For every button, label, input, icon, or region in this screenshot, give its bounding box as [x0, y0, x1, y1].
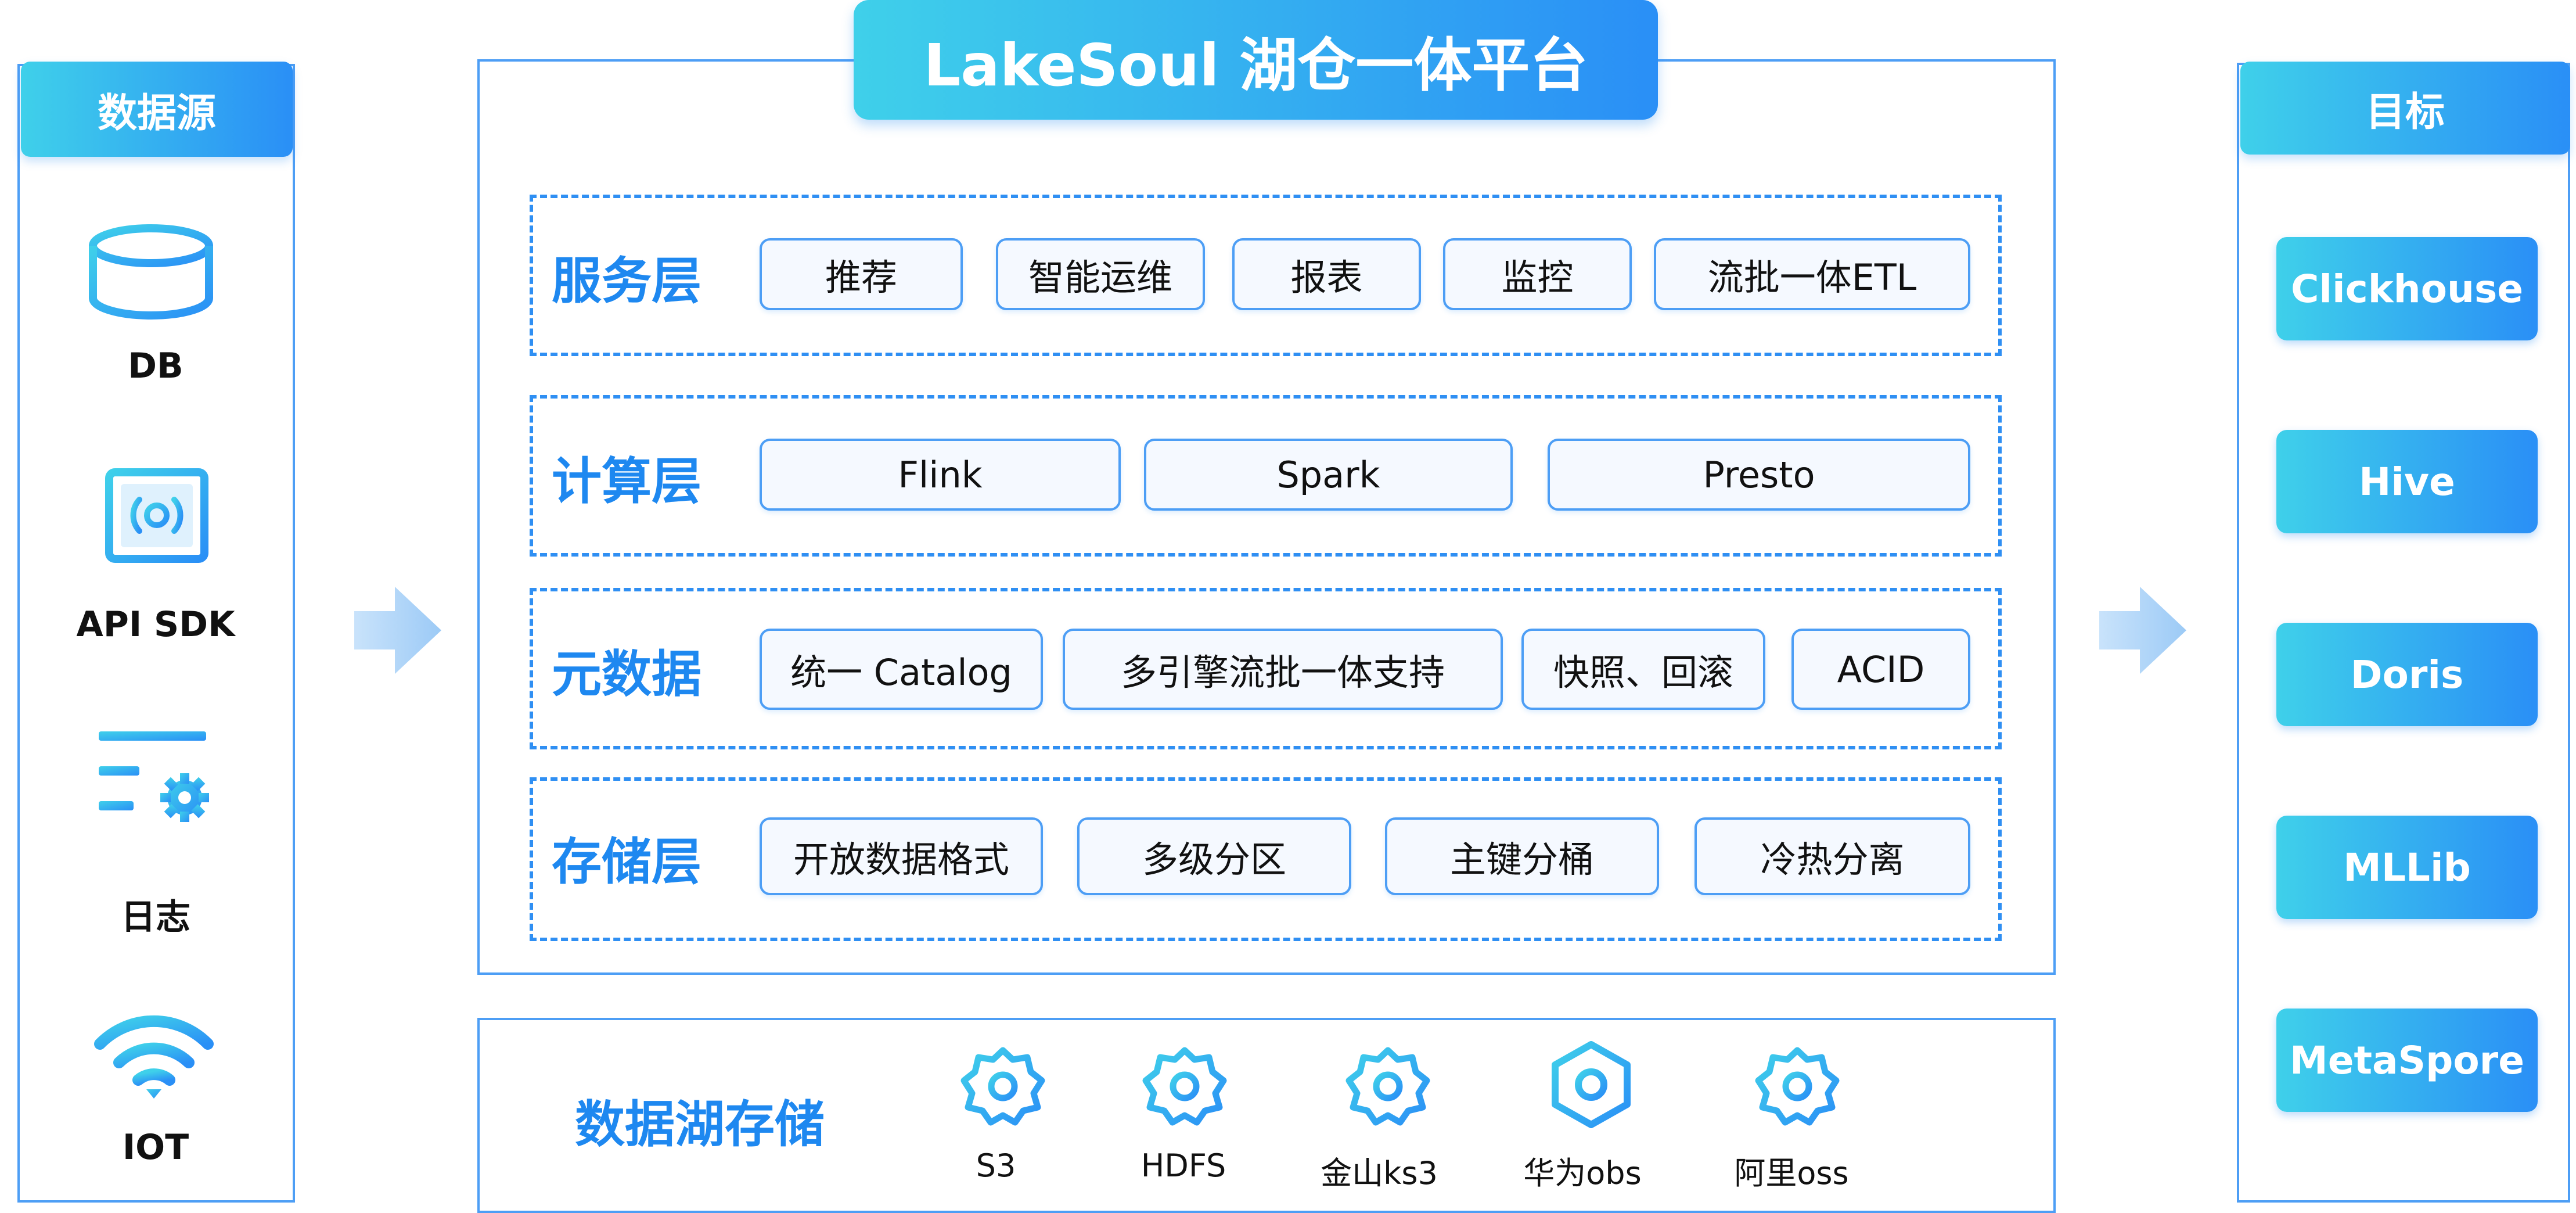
chip-multi-engine: 多引擎流批一体支持 — [1063, 629, 1503, 710]
chip-open-format: 开放数据格式 — [760, 817, 1043, 895]
layer-service — [530, 195, 2002, 356]
chip-hot-cold: 冷热分离 — [1694, 817, 1970, 895]
chip-monitor: 监控 — [1443, 238, 1632, 310]
layer-label-storage: 存储层 — [552, 832, 701, 891]
source-label-api-sdk: API SDK — [76, 604, 235, 645]
chip-snapshot-rollback: 快照、回滚 — [1521, 629, 1765, 710]
target-mllib: MLLib — [2276, 816, 2538, 919]
store-label-obs: 华为obs — [1523, 1155, 1642, 1192]
layer-storage — [530, 777, 2002, 941]
chip-presto: Presto — [1548, 439, 1970, 511]
chip-flink: Flink — [760, 439, 1121, 511]
chip-smart-ops: 智能运维 — [996, 238, 1205, 310]
store-label-hdfs: HDFS — [1141, 1147, 1226, 1184]
gear-icon — [1345, 1047, 1430, 1126]
sources-panel — [17, 64, 295, 1203]
storage-label: 数据湖存储 — [575, 1096, 825, 1154]
platform-title: LakeSoul 湖仓一体平台 — [854, 0, 1658, 120]
store-label-s3: S3 — [976, 1147, 1016, 1184]
target-hive: Hive — [2276, 430, 2538, 533]
source-label-log: 日志 — [121, 897, 190, 938]
api-icon — [105, 468, 208, 563]
wifi-icon — [94, 1015, 214, 1099]
chip-unified-catalog: 统一 Catalog — [760, 629, 1043, 710]
source-label-iot: IOT — [122, 1127, 189, 1168]
chip-pk-bucket: 主键分桶 — [1385, 817, 1659, 895]
flow-arrow-icon — [2099, 587, 2186, 674]
chip-recommend: 推荐 — [760, 238, 963, 310]
store-label-oss: 阿里oss — [1734, 1155, 1849, 1192]
store-label-ks3: 金山ks3 — [1321, 1155, 1438, 1192]
gear-icon — [960, 1047, 1045, 1126]
hexagon-gear-icon — [1552, 1041, 1631, 1128]
chip-stream-batch-etl: 流批一体ETL — [1654, 238, 1970, 310]
chip-report: 报表 — [1232, 238, 1421, 310]
layer-compute — [530, 395, 2002, 557]
layer-label-compute: 计算层 — [552, 452, 701, 511]
target-metaspore: MetaSpore — [2276, 1009, 2538, 1112]
log-settings-icon — [99, 731, 209, 822]
target-clickhouse: Clickhouse — [2276, 237, 2538, 340]
gear-icon — [1755, 1047, 1840, 1126]
chip-multi-partition: 多级分区 — [1077, 817, 1351, 895]
layer-label-metadata: 元数据 — [552, 645, 701, 704]
flow-arrow-icon — [354, 587, 441, 674]
target-doris: Doris — [2276, 623, 2538, 726]
layer-label-service: 服务层 — [552, 252, 701, 310]
gear-icon — [1142, 1047, 1227, 1126]
source-label-db: DB — [128, 346, 184, 386]
storage-box — [477, 1018, 2056, 1213]
chip-acid: ACID — [1791, 629, 1970, 710]
layer-metadata — [530, 588, 2002, 749]
sources-title: 数据源 — [21, 62, 293, 157]
database-icon — [89, 224, 213, 320]
targets-title: 目标 — [2240, 62, 2570, 155]
chip-spark: Spark — [1144, 439, 1513, 511]
